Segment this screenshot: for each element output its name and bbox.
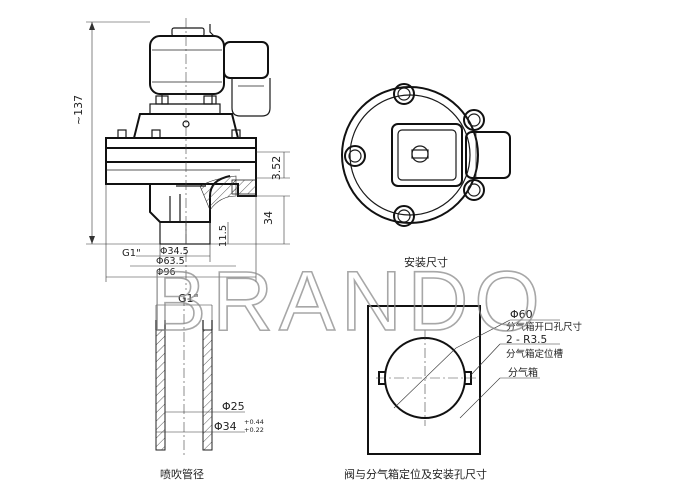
cutout-plate bbox=[367, 305, 560, 455]
bolt-top bbox=[393, 83, 415, 105]
dia-96-label: Φ96 bbox=[156, 267, 176, 278]
tube-tol-upper: +0.44 bbox=[244, 418, 264, 426]
bolt-bottom-right bbox=[463, 179, 485, 201]
dim-overall-height: ~137 bbox=[72, 21, 160, 245]
valve-side-view: ~137 3.52 34 11.5 G1" Φ34.5 Φ63.5 bbox=[72, 18, 290, 290]
overall-height-label: ~137 bbox=[72, 95, 85, 125]
dia-34-5-label: Φ34.5 bbox=[160, 246, 189, 257]
bolt-right bbox=[463, 109, 485, 131]
tube-inner-dia-label: Φ25 bbox=[222, 400, 245, 413]
brando-watermark: BRANDO bbox=[150, 254, 545, 348]
height-34-label: 34 bbox=[262, 211, 275, 225]
thread-g1-label: G1" bbox=[122, 248, 141, 259]
tube-thread-label: G1" bbox=[178, 292, 199, 305]
blow-tube-caption: 喷吹管径 bbox=[160, 467, 204, 481]
dim-diameters: G1" Φ34.5 Φ63.5 Φ96 bbox=[105, 184, 257, 282]
cutout-caption: 阀与分气箱定位及安装孔尺寸 bbox=[344, 467, 487, 481]
valve-body bbox=[105, 137, 257, 245]
dia-63-5-label: Φ63.5 bbox=[156, 256, 185, 267]
bolt-bottom-left bbox=[393, 205, 415, 227]
tube-outer-dia-label: Φ34 bbox=[214, 420, 237, 433]
valve-top-view bbox=[341, 83, 511, 227]
blow-tube: G1" Φ25 Φ34 +0.44 +0.22 bbox=[155, 292, 264, 455]
cutout-dia-label: Φ60 bbox=[510, 308, 533, 321]
valve-bonnet bbox=[117, 113, 241, 139]
mounting-size-title: 安装尺寸 bbox=[404, 255, 448, 269]
height-11-5-label: 11.5 bbox=[218, 225, 229, 247]
dim-right-heights: 3.52 34 11.5 bbox=[210, 151, 290, 247]
cutout-radius-label: 2 - R3.5 bbox=[506, 334, 547, 346]
cutout-radius-desc: 分气箱定位槽 bbox=[506, 348, 564, 360]
height-3-52-label: 3.52 bbox=[270, 156, 283, 181]
cutout-dia-desc: 分气箱开口孔尺寸 bbox=[506, 321, 583, 333]
bolt-left bbox=[344, 145, 366, 167]
tube-tol-lower: +0.22 bbox=[244, 426, 264, 434]
cutout-box-label: 分气箱 bbox=[508, 366, 538, 379]
